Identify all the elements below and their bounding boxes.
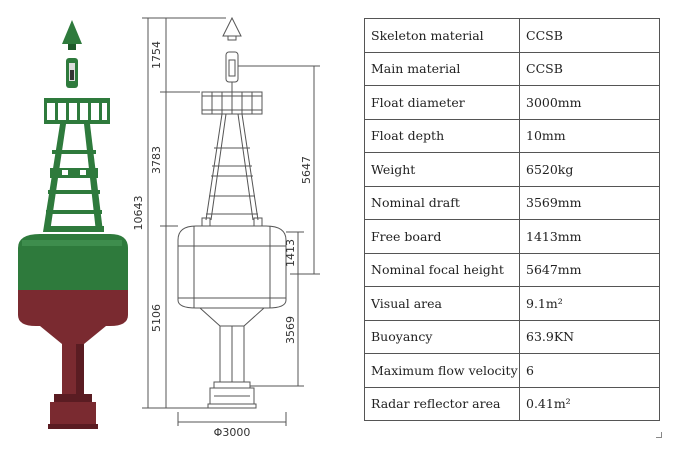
- corner-mark: [656, 432, 662, 438]
- spec-value: 6: [519, 353, 660, 388]
- tower-window: [80, 170, 86, 175]
- dim-lower-height: 5106: [150, 304, 163, 332]
- colored-buoy-render: [18, 20, 128, 429]
- spec-label: Buoyancy: [364, 319, 520, 354]
- lantern-lens: [70, 70, 74, 80]
- line-drawing: [142, 16, 320, 426]
- spec-value: 10mm: [519, 118, 660, 153]
- dim-top-height: 1754: [150, 41, 163, 69]
- lower-column-shade: [76, 344, 84, 394]
- spec-value: 0.41m²: [519, 386, 660, 421]
- spec-value: 63.9KN: [519, 319, 660, 354]
- spec-label: Maximum flow velocity: [364, 353, 520, 388]
- dim-free-board: 1413: [284, 239, 297, 267]
- dim-focal-height: 5647: [300, 156, 313, 184]
- dim-total-height: 10643: [132, 196, 145, 231]
- counterweight-top: [54, 394, 92, 402]
- dimension-labels: 1754 3783 10643 5106 5647 1413 3569 Φ300…: [132, 41, 313, 439]
- spec-value: 6520kg: [519, 152, 660, 187]
- spec-label: Nominal draft: [364, 185, 520, 220]
- spec-value: 3569mm: [519, 185, 660, 220]
- float-top-green: [18, 234, 128, 290]
- counterweight-base: [48, 424, 98, 429]
- spec-label: Float diameter: [364, 85, 520, 120]
- tower-frame: [43, 124, 104, 232]
- spec-value: 9.1m²: [519, 286, 660, 321]
- counterweight: [50, 402, 96, 426]
- spec-label: Nominal focal height: [364, 252, 520, 287]
- float-top-highlight: [22, 240, 122, 246]
- spec-label: Visual area: [364, 286, 520, 321]
- spec-value: 5647mm: [519, 252, 660, 287]
- spec-label: Main material: [364, 51, 520, 86]
- spec-label: Free board: [364, 219, 520, 254]
- spec-value: CCSB: [519, 18, 660, 53]
- dim-diameter: Φ3000: [214, 426, 251, 439]
- spec-label: Float depth: [364, 118, 520, 153]
- spec-value: 3000mm: [519, 85, 660, 120]
- spec-label: Radar reflector area: [364, 386, 520, 421]
- dim-draft: 3569: [284, 316, 297, 344]
- spec-label: Weight: [364, 152, 520, 187]
- top-mark-base: [68, 44, 76, 50]
- top-mark-cone: [62, 20, 82, 44]
- dim-tower-height: 3783: [150, 146, 163, 174]
- tower-window: [62, 170, 68, 175]
- railing-platform: [44, 98, 110, 124]
- lower-cone: [40, 326, 106, 344]
- dimension-lines: [142, 17, 320, 426]
- buoy-drawing: 1754 3783 10643 5106 5647 1413 3569 Φ300…: [18, 16, 320, 439]
- float-bottom-maroon: [18, 290, 128, 326]
- spec-value: 1413mm: [519, 219, 660, 254]
- spec-value: CCSB: [519, 51, 660, 86]
- spec-label: Skeleton material: [364, 18, 520, 53]
